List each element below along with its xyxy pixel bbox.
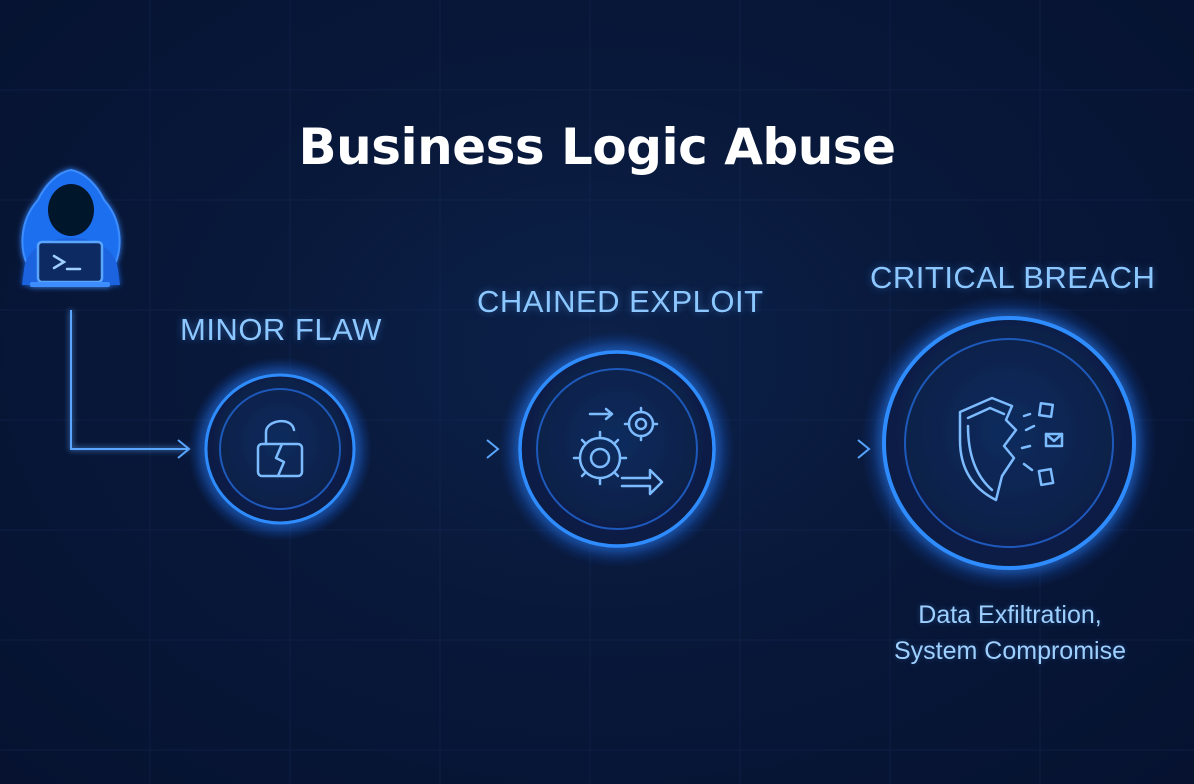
broken-lock-icon (256, 420, 304, 478)
hooded-hacker-laptop-icon (21, 168, 121, 287)
stage-label-minor-flaw: MINOR FLAW (180, 312, 382, 347)
outcome-description: Data Exfiltration, System Compromise (870, 597, 1150, 669)
stage-minor-flaw-node (188, 357, 372, 541)
stage-label-chained-exploit: CHAINED EXPLOIT (477, 284, 764, 319)
gears-arrow-icon (572, 406, 664, 496)
diagram-title: Business Logic Abuse (298, 118, 896, 176)
arrowhead (486, 439, 500, 459)
stage-critical-breach-node (861, 295, 1157, 591)
outcome-line-2: System Compromise (894, 637, 1126, 665)
connector-line (70, 310, 188, 450)
outcome-line-1: Data Exfiltration, (918, 601, 1102, 629)
stage-chained-exploit-node (499, 331, 735, 567)
stage-label-critical-breach: CRITICAL BREACH (870, 260, 1156, 295)
cracked-shield-icon (958, 396, 1064, 502)
